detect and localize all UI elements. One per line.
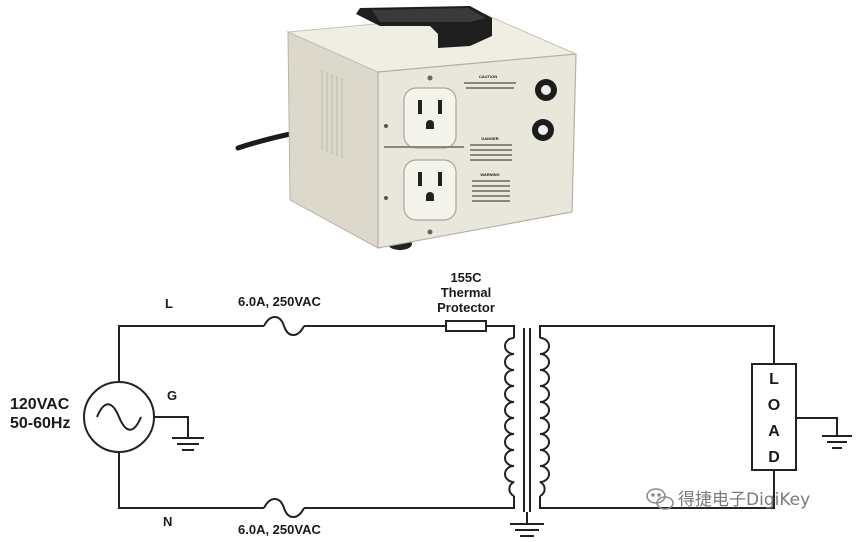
- load-letter: O: [768, 397, 780, 414]
- schematic-labels: L G N 120VAC 50-60Hz 6.0A, 250VAC 6.0A, …: [10, 270, 780, 537]
- thermal-protector-symbol: [445, 320, 487, 332]
- load-ground-icon: [822, 435, 852, 449]
- wire-top-to-primary: [486, 325, 515, 338]
- outlet-lower: [403, 159, 457, 221]
- warning-title: WARNING: [480, 172, 499, 177]
- outlet-upper: [403, 87, 457, 149]
- label-neutral: N: [163, 514, 172, 529]
- circuit-breaker-upper: [535, 79, 557, 101]
- load-ground-lead: [796, 417, 838, 436]
- carry-handle: [356, 6, 492, 48]
- primary-coil: [504, 337, 515, 497]
- caution-title: CAUTION: [479, 74, 497, 79]
- wire-secondary-bottom: [539, 470, 775, 509]
- core-ground-icon: [510, 523, 544, 537]
- schematic: [83, 316, 852, 537]
- screw: [384, 196, 388, 200]
- fuse-top-symbol: [263, 316, 305, 336]
- load-letter: D: [768, 449, 780, 466]
- label-fuse-top: 6.0A, 250VAC: [238, 294, 321, 309]
- label-fuse-bottom: 6.0A, 250VAC: [238, 522, 321, 537]
- side-vents: [321, 70, 343, 158]
- wechat-icon: [646, 488, 674, 510]
- fuse-bottom-symbol: [263, 498, 305, 518]
- sine-wave-icon: [96, 403, 142, 431]
- label-thermal-2: Thermal: [441, 285, 492, 300]
- load-letter: L: [769, 371, 779, 388]
- label-source-voltage: 120VAC: [10, 396, 70, 413]
- watermark-text: 得捷电子DigiKey: [678, 490, 810, 510]
- source-ground-icon: [172, 437, 204, 451]
- watermark: 得捷电子DigiKey: [646, 488, 810, 510]
- load-letter: A: [768, 423, 780, 440]
- screw: [427, 75, 433, 81]
- screw: [427, 229, 433, 235]
- danger-title: DANGER: [481, 136, 498, 141]
- label-line: L: [165, 296, 173, 311]
- panel-labels: CAUTION DANGER WARNING: [384, 74, 516, 202]
- wire-neutral-bottom: [118, 452, 264, 509]
- wire-bottom-to-primary: [304, 496, 515, 509]
- label-thermal-1: 155C: [450, 270, 482, 285]
- label-source-frequency: 50-60Hz: [10, 415, 70, 432]
- screw: [384, 124, 388, 128]
- isolation-transformer-unit: CAUTION DANGER WARNING: [235, 6, 577, 250]
- label-ground: G: [167, 388, 177, 403]
- circuit-breaker-lower: [532, 119, 554, 141]
- label-thermal-3: Protector: [437, 300, 495, 315]
- wire-line-top: [118, 325, 264, 382]
- secondary-coil: [539, 337, 550, 497]
- wire-secondary-top: [539, 325, 775, 364]
- source-ground-lead: [154, 416, 189, 438]
